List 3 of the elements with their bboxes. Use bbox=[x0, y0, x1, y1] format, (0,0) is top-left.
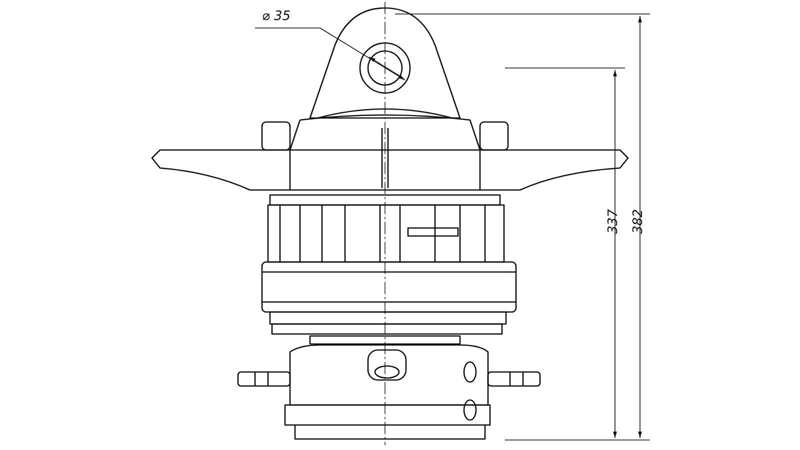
dimension-label: 337 bbox=[606, 209, 620, 234]
dimension-label: 382 bbox=[632, 209, 645, 234]
dimension-label: ⌀ 35 bbox=[262, 10, 291, 23]
